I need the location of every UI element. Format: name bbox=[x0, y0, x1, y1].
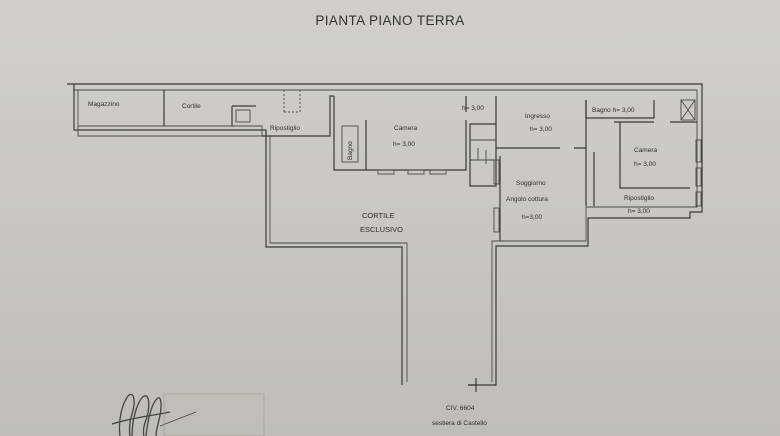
label-camera-1: Camera bbox=[394, 125, 418, 132]
label-street: sestiera di Castello bbox=[432, 420, 487, 427]
wall-ripostiglio-1 bbox=[262, 95, 334, 137]
window-1 bbox=[377, 169, 395, 175]
shaft-box bbox=[680, 99, 696, 121]
wall-camera-1 bbox=[366, 96, 467, 171]
label-ingresso-h: h= 3,00 bbox=[530, 126, 552, 133]
label-angolo-cottura: Angolo cottura bbox=[506, 196, 548, 203]
window-5 bbox=[695, 167, 702, 187]
label-ripostiglio-2: Ripostiglio bbox=[624, 195, 654, 202]
window-2 bbox=[407, 169, 425, 175]
stamp-box bbox=[163, 393, 265, 436]
window-4 bbox=[695, 139, 702, 163]
entrance-gap bbox=[468, 378, 477, 392]
label-cortile-esclusivo-2: ESCLUSIVO bbox=[360, 225, 403, 234]
label-camera-1-h: h= 3,00 bbox=[393, 141, 415, 148]
label-ingresso-h-top: h= 3,00 bbox=[462, 105, 484, 112]
bagno-fixture bbox=[341, 125, 359, 163]
window-6 bbox=[695, 191, 702, 207]
wall-camera-2 bbox=[614, 121, 690, 189]
label-civ: CIV. 6604 bbox=[446, 405, 475, 412]
outer-wall bbox=[67, 83, 703, 386]
label-soggiorno: Soggiorno bbox=[516, 180, 546, 187]
stair-core bbox=[469, 123, 497, 187]
window-7 bbox=[493, 159, 500, 185]
label-magazzino: Magazzino bbox=[88, 101, 120, 108]
inner-wall bbox=[73, 89, 698, 382]
inner-wall-strip bbox=[78, 125, 263, 136]
label-ingresso: Ingresso bbox=[525, 113, 550, 120]
label-soggiorno-h: h=3,00 bbox=[522, 214, 542, 221]
wall-cortile bbox=[231, 105, 256, 126]
label-camera-2-h: h= 3,00 bbox=[634, 161, 656, 168]
label-cortile: Cortile bbox=[182, 103, 201, 110]
label-cortile-esclusivo-1: CORTILE bbox=[362, 211, 394, 220]
shaft-cross bbox=[680, 99, 696, 121]
label-ripostiglio-2-h: h= 3,00 bbox=[628, 208, 650, 215]
signature-scribble bbox=[111, 393, 197, 436]
label-camera-2: Camera bbox=[634, 147, 658, 154]
plan-title: PIANTA PIANO TERRA bbox=[315, 13, 465, 28]
wall-bagno-1 bbox=[333, 96, 367, 171]
wall-soggiorno bbox=[499, 148, 595, 241]
window-3 bbox=[429, 169, 447, 175]
wall-bagno-2 bbox=[585, 100, 697, 123]
label-bagno-2: Bagno h= 3,00 bbox=[592, 107, 635, 114]
window-8 bbox=[493, 207, 500, 233]
stair-lines bbox=[470, 139, 496, 164]
label-bagno-1: Bagno bbox=[347, 141, 354, 160]
wall-ingresso bbox=[495, 96, 587, 149]
label-ripostiglio-1: Ripostiglio bbox=[270, 125, 300, 132]
dashed-area bbox=[283, 90, 301, 113]
sink-symbol bbox=[235, 109, 251, 123]
